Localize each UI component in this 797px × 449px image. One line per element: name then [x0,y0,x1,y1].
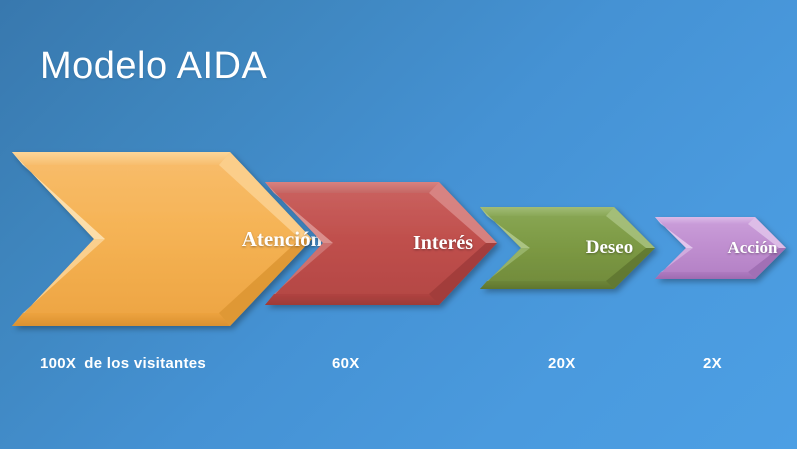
metric-value-action: 2X [703,355,722,372]
stage-chevron-desire[interactable]: Deseo [480,207,655,289]
chevron-shape-action [655,217,786,279]
metric-attention: 100X de los visitantes [40,355,206,372]
stage-chevron-attention[interactable]: Atención [12,152,322,326]
chevron-shape-interest [265,182,497,305]
chevron-shape-desire [480,207,655,289]
stage-chevron-interest[interactable]: Interés [265,182,497,305]
stage-chevron-action[interactable]: Acción [655,217,786,279]
metric-value-attention: 100X [40,355,77,372]
metric-value-desire: 20X [548,355,576,372]
metric-value-interest: 60X [332,355,360,372]
chevron-shape-attention [12,152,312,326]
metric-interest: 60X [332,355,360,372]
page-title: Modelo AIDA [40,45,268,87]
metric-action: 2X [703,355,722,372]
metric-note-attention: de los visitantes [84,355,207,372]
metric-desire: 20X [548,355,576,372]
